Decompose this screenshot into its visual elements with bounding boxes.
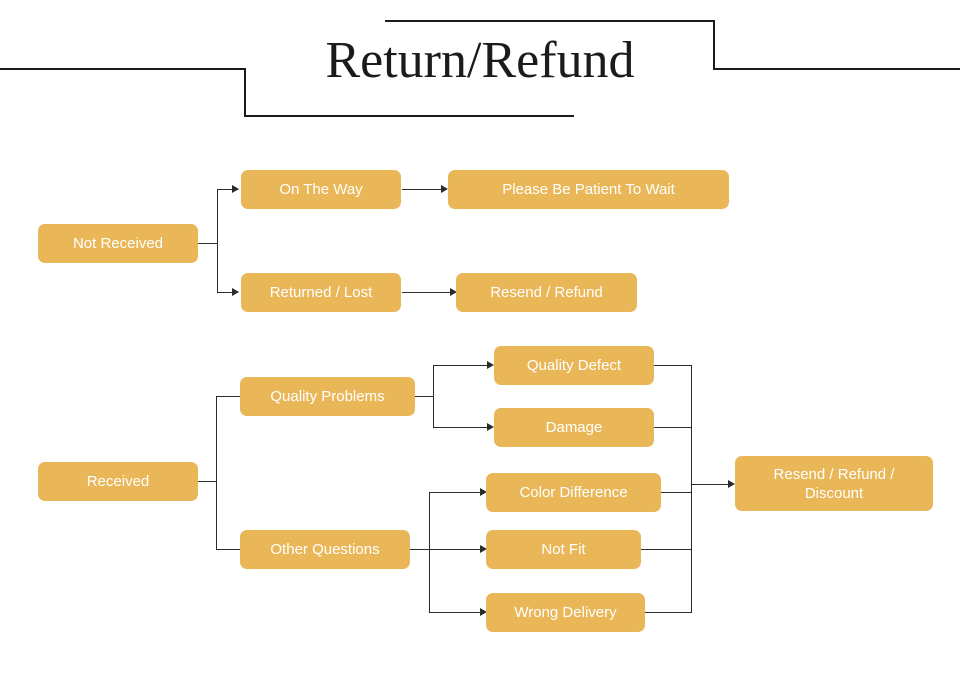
edge-other-questions-spine [429,492,430,612]
arrow-to-color-difference [480,488,487,496]
node-returned-lost[interactable]: Returned / Lost [241,273,401,312]
edge-not-received-stub [198,243,218,244]
edge-collector-to-resend-refund-discount [691,484,733,485]
node-label: Color Difference [519,484,628,501]
edge-wrong-delivery-out [645,612,692,613]
node-label: Other Questions [270,541,380,558]
arrow-to-wrong-delivery [480,608,487,616]
edge-color-difference-out [661,492,692,493]
edge-not-fit-out [641,549,692,550]
title-rule-right [713,68,960,70]
node-label: Wrong Delivery [514,604,617,621]
node-other-questions[interactable]: Other Questions [240,530,410,569]
node-quality-defect[interactable]: Quality Defect [494,346,654,385]
arrow-to-resend-refund-discount [728,480,735,488]
arrow-to-not-fit [480,545,487,553]
page-title: Return/Refund [325,32,635,89]
node-label: Quality Problems [270,388,385,405]
node-quality-problems[interactable]: Quality Problems [240,377,415,416]
edge-quality-defect-out [654,365,692,366]
node-color-difference[interactable]: Color Difference [486,473,661,512]
node-label: Quality Defect [526,357,622,374]
node-label: Not Received [72,235,164,252]
edge-received-spine [216,396,217,550]
arrow-to-quality-defect [487,361,494,369]
edge-not-received-to-returned-lost [217,292,238,293]
node-wrong-delivery[interactable]: Wrong Delivery [486,593,645,632]
title-rule-left [0,68,246,70]
arrow-to-damage [487,423,494,431]
arrow-to-resend-refund [450,288,457,296]
title-rule-bottom [244,115,574,117]
edge-received-stub [197,481,217,482]
edge-other-questions-to-wrong-delivery [429,612,484,613]
title-rule-top [385,20,715,22]
edge-collector-spine [691,365,692,613]
node-not-received[interactable]: Not Received [38,224,198,263]
node-label: Received [86,473,150,490]
edge-on-the-way-to-please-be-patient [402,189,446,190]
edge-quality-problems-to-quality-defect [433,365,492,366]
edge-not-received-spine [217,189,218,293]
node-damage[interactable]: Damage [494,408,654,447]
node-on-the-way[interactable]: On The Way [241,170,401,209]
node-resend-refund[interactable]: Resend / Refund [456,273,637,312]
arrow-to-returned-lost [232,288,239,296]
node-label: On The Way [279,181,363,198]
title-rule-top-right-drop [713,20,715,70]
node-label: Resend / Refund [490,284,603,301]
edge-other-questions-to-not-fit [429,549,484,550]
node-label-line1: Resend / Refund / [773,465,895,483]
node-please-be-patient-to-wait[interactable]: Please Be Patient To Wait [448,170,729,209]
edge-quality-problems-stub [414,396,434,397]
arrow-to-on-the-way [232,185,239,193]
node-not-fit[interactable]: Not Fit [486,530,641,569]
edge-not-received-to-on-the-way [217,189,238,190]
node-label: Damage [545,419,603,436]
node-label: Returned / Lost [269,284,373,301]
node-label: Not Fit [541,541,586,558]
edge-received-to-quality-problems [216,396,240,397]
title-rule-left-drop [244,68,246,117]
node-label: Please Be Patient To Wait [502,181,675,198]
edge-received-to-other-questions [216,549,240,550]
title-banner: Return/Refund [0,0,960,130]
edge-damage-out [654,427,692,428]
node-resend-refund-discount[interactable]: Resend / Refund / Discount [735,456,933,511]
edge-quality-problems-to-damage [433,427,492,428]
node-received[interactable]: Received [38,462,198,501]
edge-quality-problems-spine [433,365,434,427]
edge-other-questions-to-color-difference [429,492,484,493]
node-label-line2: Discount [804,484,864,502]
edge-returned-lost-to-resend-refund [402,292,455,293]
arrow-to-please-be-patient [441,185,448,193]
edge-other-questions-stub [410,549,430,550]
